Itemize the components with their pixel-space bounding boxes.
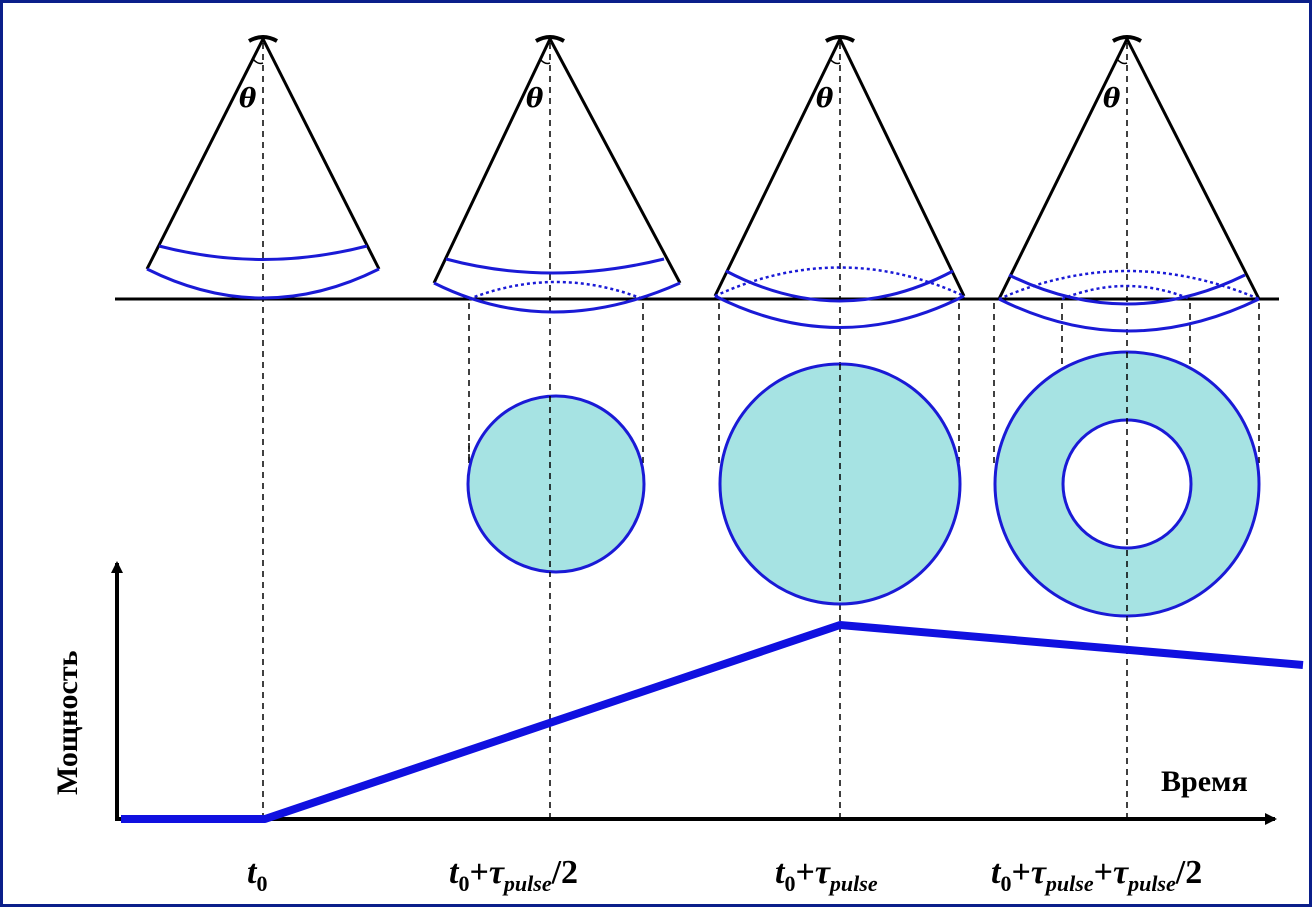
power-axis-label: Мощность — [51, 650, 84, 795]
antenna-icon — [1112, 35, 1142, 43]
time-label-half-pulse: t0+τpulse/2 — [449, 854, 578, 896]
beam-cone-1: θ — [145, 35, 381, 300]
beam-cone-2: θ — [432, 35, 682, 314]
diagram-canvas: θ θ θ θ — [51, 35, 1304, 896]
time-label-t0: t0 — [247, 854, 267, 896]
theta-label: θ — [239, 84, 257, 114]
pulse-front-arc — [445, 257, 665, 275]
ground-intersection-dotted — [468, 280, 644, 301]
pulse-back-arc — [146, 267, 380, 300]
ground-intersection-outer-dotted — [998, 269, 1260, 301]
ground-intersection-dotted — [714, 266, 965, 298]
antenna-icon — [825, 35, 855, 43]
antenna-icon — [248, 35, 278, 43]
theta-label: θ — [526, 84, 544, 114]
beam-cone-3: θ — [713, 35, 966, 329]
ground-intersection-inner-dotted — [1061, 284, 1191, 301]
time-label-one-and-half-pulse: t0+τpulse+τpulse/2 — [991, 854, 1202, 896]
pulse-front-arc — [725, 269, 954, 303]
pulse-front-arc — [1008, 273, 1246, 306]
time-label-full-pulse: t0+τpulse — [775, 854, 878, 896]
antenna-icon — [535, 35, 565, 43]
footprint-disc-1 — [466, 394, 646, 574]
time-markers — [262, 43, 1128, 819]
beam-cone-4: θ — [997, 35, 1261, 333]
pulse-back-arc — [714, 294, 965, 329]
theta-label: θ — [1103, 84, 1121, 114]
power-curve — [121, 621, 1304, 823]
pulse-front-arc — [158, 244, 368, 261]
pulse-back-arc — [998, 297, 1260, 333]
pulse-back-arc — [433, 281, 681, 314]
theta-label: θ — [816, 84, 834, 114]
time-axis-label: Время — [1161, 765, 1248, 798]
